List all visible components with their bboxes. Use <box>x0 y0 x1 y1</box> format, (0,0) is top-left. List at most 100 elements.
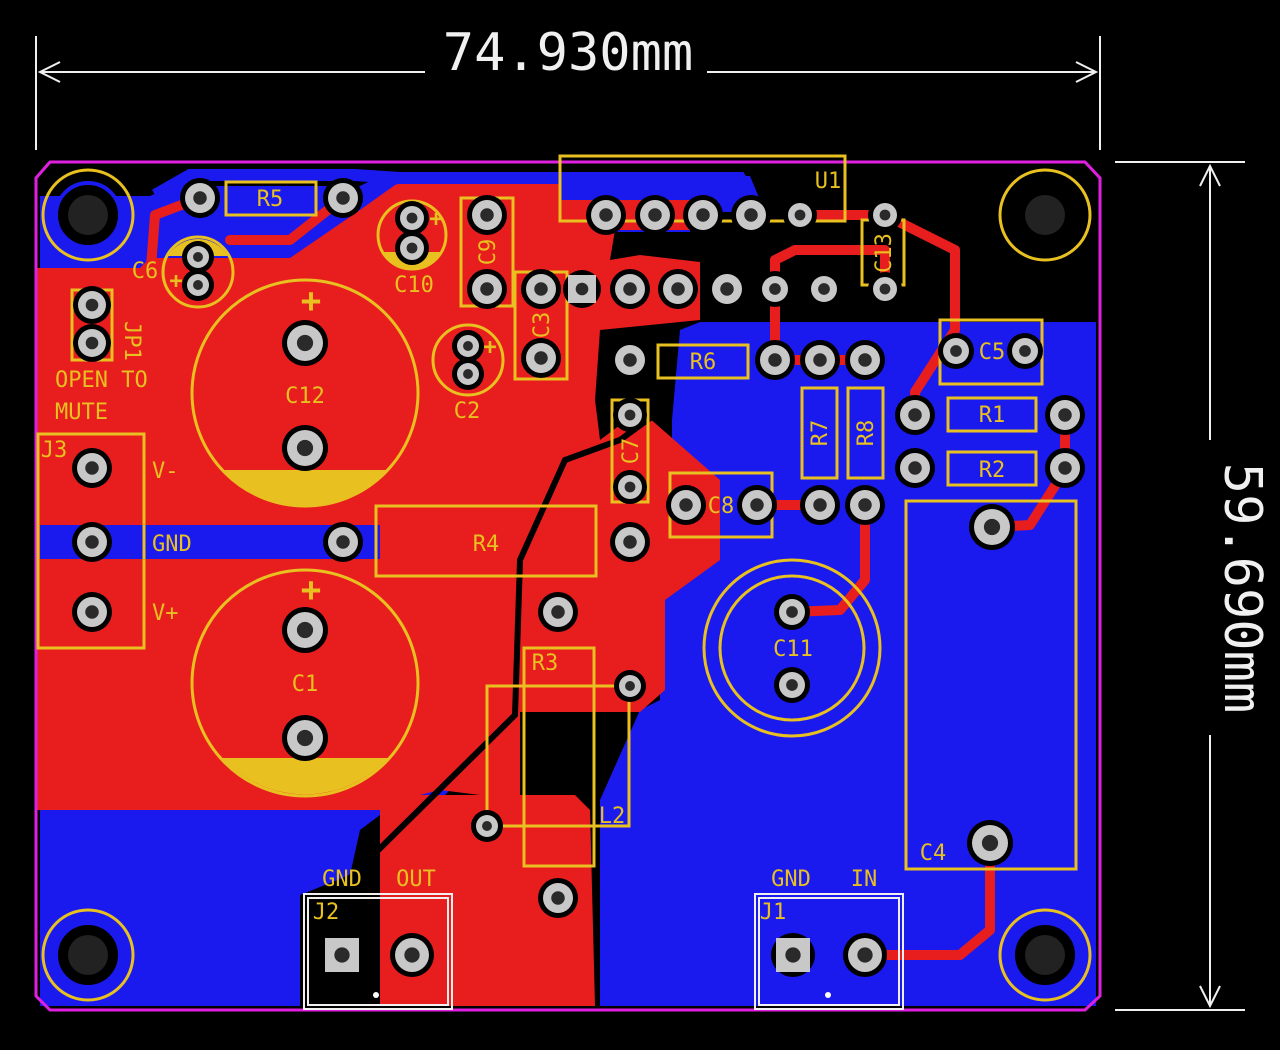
label-l2: L2 <box>599 804 626 829</box>
l2-outline <box>485 684 631 828</box>
pad <box>72 448 112 488</box>
c10-plus-mark: + <box>429 207 442 232</box>
pad <box>666 485 706 525</box>
pad <box>282 715 328 761</box>
pad <box>868 272 902 306</box>
mounting-hole-tr <box>998 168 1092 262</box>
mounting-hole-bl <box>41 908 135 1002</box>
c6-outline <box>161 235 235 309</box>
label-r8: R8 <box>854 420 879 447</box>
pad <box>72 592 112 632</box>
label-r3: R3 <box>532 651 559 676</box>
pad <box>771 933 815 977</box>
c12-plus-mark: + <box>301 281 321 321</box>
c6-plus-mark: + <box>169 269 182 294</box>
pad <box>323 178 363 218</box>
label-r5: R5 <box>257 187 284 212</box>
label-c9: C9 <box>476 239 501 266</box>
label-c12: C12 <box>285 384 325 409</box>
pad <box>843 933 887 977</box>
r7-outline <box>800 386 839 480</box>
c1-band <box>222 758 388 795</box>
label-j1-in: IN <box>851 867 878 892</box>
pad <box>323 522 363 562</box>
label-r2: R2 <box>979 458 1006 483</box>
label-r1: R1 <box>979 403 1006 428</box>
label-c7: C7 <box>619 438 644 465</box>
pad <box>1007 333 1043 369</box>
j1-inner-frame <box>758 897 900 1006</box>
r8-outline <box>846 386 885 480</box>
dimension-width <box>35 36 1101 150</box>
c11-inner-outline <box>718 574 866 722</box>
pad <box>395 231 429 265</box>
pad <box>613 398 647 432</box>
pad <box>182 269 214 301</box>
pad <box>737 485 777 525</box>
label-c3: C3 <box>530 312 555 339</box>
label-open-to: OPEN TO <box>55 368 148 393</box>
label-j2-out: OUT <box>396 867 436 892</box>
label-c4: C4 <box>920 841 947 866</box>
pad <box>471 810 503 842</box>
pad <box>282 425 328 471</box>
polarity-marks-small: + + + <box>169 207 496 360</box>
j3-outline <box>36 432 146 650</box>
pad <box>467 195 507 235</box>
r5-outline <box>224 180 318 217</box>
pad <box>395 201 429 235</box>
label-j1-gnd: GND <box>771 867 811 892</box>
label-v-plus: V+ <box>152 601 179 626</box>
pad <box>73 286 111 324</box>
label-c2: C2 <box>454 399 481 424</box>
r2-outline <box>946 450 1038 487</box>
pads <box>72 178 1085 977</box>
pad <box>586 195 626 235</box>
label-u1: U1 <box>815 169 842 194</box>
label-r4: R4 <box>473 532 500 557</box>
pad <box>610 269 650 309</box>
label-jp1: JP1 <box>119 321 144 361</box>
j1-marker <box>825 992 831 998</box>
pad <box>390 933 434 977</box>
pad <box>806 271 842 307</box>
pad <box>538 878 578 918</box>
pad <box>683 195 723 235</box>
pad <box>452 358 484 390</box>
j2-marker <box>373 992 379 998</box>
label-c10: C10 <box>394 273 434 298</box>
pad <box>755 340 795 380</box>
pad <box>969 504 1015 550</box>
label-c6: C6 <box>132 259 159 284</box>
pad <box>845 340 885 380</box>
pad <box>614 670 646 702</box>
pad <box>800 340 840 380</box>
width-dimension-label: 74.930mm <box>443 23 693 83</box>
pad <box>563 270 601 308</box>
pad <box>1045 448 1085 488</box>
pad <box>967 820 1013 866</box>
trace-r5 <box>87 193 205 305</box>
bottom-trace-top <box>152 169 761 208</box>
pad <box>895 395 935 435</box>
pad <box>800 485 840 525</box>
j2-frame <box>303 893 453 1010</box>
j2-inner-frame <box>307 897 449 1006</box>
pad <box>731 195 771 235</box>
c1-outline <box>190 568 420 798</box>
label-j1: J1 <box>760 900 787 925</box>
pad <box>521 338 561 378</box>
c11-outline <box>702 558 882 738</box>
pad <box>521 269 561 309</box>
pad <box>610 522 650 562</box>
pad <box>635 195 675 235</box>
label-c13: C13 <box>872 233 897 273</box>
pad <box>73 324 111 362</box>
label-gnd: GND <box>152 532 192 557</box>
pad <box>72 522 112 562</box>
mounting-hole-br <box>998 908 1092 1002</box>
label-v-minus: V- <box>152 459 179 484</box>
label-j3: J3 <box>41 438 68 463</box>
